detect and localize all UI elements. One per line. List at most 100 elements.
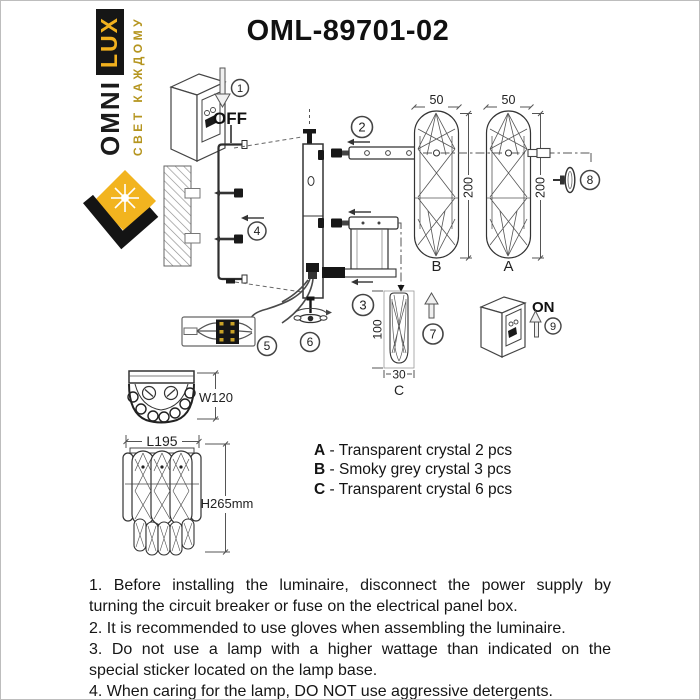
step-number-7: 7 — [430, 328, 437, 342]
step5-terminal-block: 5 — [181, 316, 278, 357]
led-arm-bar — [348, 216, 399, 230]
crystal-a-label: A — [503, 258, 513, 275]
dim-50-a — [483, 104, 534, 110]
instruction-line: 1. Before installing the luminaire, disc… — [89, 577, 611, 594]
legend-row: A - Transparent crystal 2 pcs — [314, 441, 512, 460]
lamp-body-box — [350, 228, 389, 270]
crystal-legend: A - Transparent crystal 2 pcs B - Smoky … — [314, 441, 512, 499]
step-circle-9 — [544, 317, 562, 335]
left-arrow-icon — [351, 278, 373, 286]
front-crystal-facets — [134, 452, 190, 520]
dim-200-b — [460, 110, 472, 261]
step-circle-4 — [247, 221, 267, 241]
legend-desc: - Transparent crystal 2 pcs — [325, 442, 513, 459]
omnilux-logo: LUX OMNI СВЕТ КАЖДОМУ — [82, 9, 159, 250]
thumb-knob-icon — [564, 166, 576, 194]
wires — [250, 278, 314, 324]
step-circle-3 — [351, 293, 375, 317]
left-arrow-icon — [348, 208, 371, 216]
step-number-8: 8 — [587, 173, 594, 187]
on-label: ON — [532, 299, 555, 316]
crystal-c-drawing: 100 30 C 7 — [371, 290, 444, 398]
crystal-b-label: B — [431, 258, 441, 275]
step-number-3: 3 — [359, 298, 366, 313]
step-circle-8 — [579, 169, 601, 191]
legend-row: B - Smoky grey crystal 3 pcs — [314, 460, 512, 479]
crystal-scallops — [127, 387, 196, 423]
step-circle-2 — [350, 115, 374, 139]
cable-connector — [527, 148, 538, 158]
step8-knob: 8 — [553, 166, 601, 194]
front-crystals-row2 — [133, 518, 195, 556]
instruction-line: 3. Do not use a lamp with a higher watta… — [89, 640, 611, 658]
step4-wall-mounting: 4 — [163, 125, 303, 333]
step1-power-off: 1 OFF — [169, 67, 250, 162]
step-number-9: 9 — [550, 321, 556, 333]
mounting-bracket — [217, 125, 248, 284]
step-number-2: 2 — [358, 120, 365, 135]
legend-key: B — [314, 461, 326, 479]
front-height-label: H265mm — [201, 496, 254, 511]
wall-dowel-hole — [184, 233, 201, 244]
crystal-a-drawing: 50 200 A — [483, 93, 548, 275]
instruction-line: special sticker located on the lamp base… — [89, 662, 378, 680]
crystal-b-width-label: 50 — [430, 93, 444, 107]
top-width-label: W120 — [199, 390, 233, 405]
step-circle-5 — [256, 335, 278, 357]
crystal-b-hole — [433, 149, 440, 157]
step-number-1: 1 — [237, 83, 243, 95]
legend-key: C — [314, 480, 326, 498]
wall-dowel-hole — [184, 188, 201, 199]
crystal-a-width-label: 50 — [502, 93, 516, 107]
crystal-c-width-label: 30 — [392, 368, 406, 382]
top-screw-icon — [303, 129, 316, 134]
instruction-line: 4. When caring for the lamp, DO NOT use … — [89, 683, 553, 700]
brand-tagline-text: СВЕТ КАЖДОМУ — [131, 16, 145, 156]
model-title: OML-89701-02 — [246, 15, 450, 47]
up-arrow-icon — [529, 309, 542, 338]
legend-key: A — [314, 442, 326, 459]
screw-icon — [214, 234, 243, 244]
left-arrow-icon — [347, 138, 370, 146]
legend-desc: - Smoky grey crystal 3 pcs — [325, 461, 512, 479]
dim-50-b — [411, 104, 462, 110]
step6-wing-nut: 6 — [293, 296, 332, 353]
down-arrow-icon — [214, 67, 231, 109]
dim-w120 — [197, 370, 219, 422]
keyhole — [307, 176, 315, 186]
up-arrow-icon — [424, 292, 439, 319]
bottom-connector — [306, 263, 319, 272]
step-number-5: 5 — [264, 339, 271, 353]
wall-section — [163, 165, 192, 267]
step-circle-7 — [422, 323, 444, 345]
screw-icon — [214, 188, 243, 198]
switch-box-icon — [169, 73, 227, 162]
terminal-block — [216, 319, 239, 344]
brand-lux-text: LUX — [96, 16, 122, 68]
safety-instructions: 1. Before installing the luminaire, disc… — [89, 575, 611, 700]
front-view: L195 — [122, 433, 254, 556]
front-length-label: L195 — [146, 433, 177, 449]
dim-200-a — [532, 110, 544, 261]
legend-row: C - Transparent crystal 6 pcs — [314, 480, 512, 499]
off-label: OFF — [213, 109, 247, 128]
step9-power-on: ON 9 — [479, 296, 562, 358]
step-number-4: 4 — [254, 224, 261, 238]
crystal-b-height-label: 200 — [462, 177, 476, 198]
dim-30-c — [383, 370, 415, 378]
backplate — [250, 109, 324, 324]
crystal-c-height-label: 100 — [371, 319, 385, 339]
crystal-c-label: C — [394, 382, 404, 398]
logo-diamond-icon — [82, 170, 159, 250]
brand-omni-text: OMNI — [95, 80, 125, 156]
step2-arm-top: 2 — [331, 115, 424, 160]
step-number-6: 6 — [307, 335, 314, 349]
left-arrow-icon — [241, 214, 264, 222]
top-view: W120 — [127, 370, 233, 424]
step3-arm-middle: 3 — [322, 208, 405, 317]
socket-middle — [318, 218, 324, 228]
instruction-line: turning the circuit breaker or fuse on t… — [89, 598, 518, 616]
step-circle-6 — [299, 331, 321, 353]
